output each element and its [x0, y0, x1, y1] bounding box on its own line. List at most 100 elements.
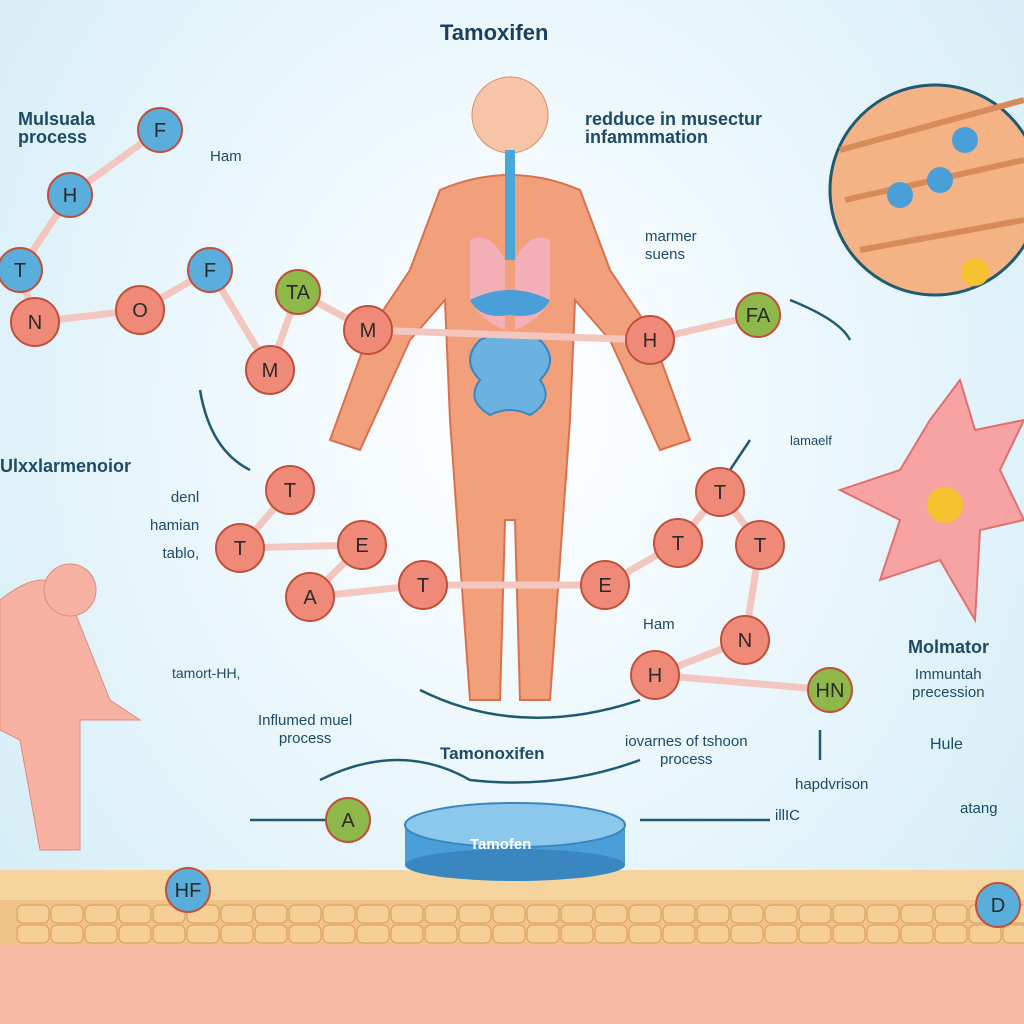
- tissue-cell: [934, 924, 968, 944]
- tissue-cell: [526, 924, 560, 944]
- molecule-node: [285, 572, 335, 622]
- node-label: H: [648, 665, 662, 687]
- node-label: HF: [175, 880, 202, 902]
- tissue-cell: [492, 904, 526, 924]
- label-ham-right: Ham: [643, 616, 675, 633]
- person-head: [43, 563, 97, 617]
- node-label: HN: [816, 680, 845, 702]
- tissue-cell: [628, 904, 662, 924]
- tissue-cell: [152, 924, 186, 944]
- molecule-node: [165, 867, 211, 913]
- molecule-node: [137, 107, 183, 153]
- node-label: A: [303, 587, 317, 609]
- tissue-cell: [866, 924, 900, 944]
- molecule-node: [325, 797, 371, 843]
- node-label: N: [28, 312, 42, 334]
- label-molmator: Molmator: [908, 637, 989, 657]
- tissue-cell: [118, 924, 152, 944]
- node-label: T: [284, 480, 296, 502]
- node-label: T: [417, 575, 429, 597]
- tissue-cell: [594, 924, 628, 944]
- molecule-node: [735, 520, 785, 570]
- tissue-cell: [16, 904, 50, 924]
- molecule-node: [695, 467, 745, 517]
- molecule-node: [735, 292, 781, 338]
- node-label: M: [262, 360, 279, 382]
- node-label: F: [204, 260, 216, 282]
- tissue-cell: [50, 924, 84, 944]
- tissue-cell: [764, 904, 798, 924]
- label-lamaelf: lamaelf: [790, 433, 832, 448]
- molecule-node: [10, 297, 60, 347]
- label-hapdvrison: hapdvrison: [795, 776, 869, 793]
- tissue-cell: [288, 904, 322, 924]
- molecule-node: [625, 315, 675, 365]
- pathway-arrows: [198, 298, 852, 822]
- tissue-cell: [50, 904, 84, 924]
- molecule-node: [47, 172, 93, 218]
- node-label: E: [598, 575, 611, 597]
- tissue-cell: [560, 924, 594, 944]
- tissue-cell: [798, 924, 832, 944]
- tissue-cell: [764, 924, 798, 944]
- magnified-muscle-inset: [828, 83, 1024, 297]
- node-label: A: [341, 810, 355, 832]
- tissue-cell: [322, 904, 356, 924]
- molecule-node: [0, 247, 43, 293]
- label-tamort: tamort-HH,: [172, 665, 241, 681]
- tissue-cell: [662, 904, 696, 924]
- human-body: [328, 76, 692, 701]
- bond: [367, 326, 651, 344]
- molecule-node: [630, 650, 680, 700]
- tissue-cell: [186, 924, 220, 944]
- tissue-cell: [492, 924, 526, 944]
- node-label: E: [355, 535, 368, 557]
- tissue-cell: [526, 904, 560, 924]
- molecule-node: [653, 518, 703, 568]
- node-label: O: [132, 300, 148, 322]
- tissue-cell: [254, 924, 288, 944]
- label-hule: Hule: [930, 736, 963, 753]
- tissue-cell: [1002, 924, 1024, 944]
- tissue-cell: [594, 904, 628, 924]
- tissue-cell: [934, 904, 968, 924]
- tissue-cell: [696, 904, 730, 924]
- tissue-cell: [458, 904, 492, 924]
- tamofen-disk: [404, 802, 626, 881]
- tissue-cell: [730, 904, 764, 924]
- cell-nucleus: [927, 487, 963, 523]
- molecule-node: [115, 285, 165, 335]
- tissue-cell: [16, 924, 50, 944]
- tissue-cell: [900, 924, 934, 944]
- label-left-mid: Ulxxlarmenoior: [0, 456, 132, 476]
- tissue-cell: [458, 924, 492, 944]
- molecule-node: [720, 615, 770, 665]
- tissue-cell: [220, 904, 254, 924]
- molecule-node: [343, 305, 393, 355]
- tissue-cell: [220, 924, 254, 944]
- node-label: T: [234, 538, 246, 560]
- node-label: M: [360, 320, 377, 342]
- tissue-cell: [968, 924, 1002, 944]
- tissue-cell: [390, 904, 424, 924]
- node-label: TA: [286, 282, 311, 304]
- tissue-cell: [832, 924, 866, 944]
- molecule-node: [975, 882, 1021, 928]
- node-label: T: [714, 482, 726, 504]
- tissue-cell: [84, 904, 118, 924]
- molecule-node: [275, 269, 321, 315]
- tissue-cell: [118, 904, 152, 924]
- node-label: D: [991, 895, 1005, 917]
- label-atang: atang: [960, 800, 998, 817]
- tissue-cell: [390, 924, 424, 944]
- tissue-cell: [662, 924, 696, 944]
